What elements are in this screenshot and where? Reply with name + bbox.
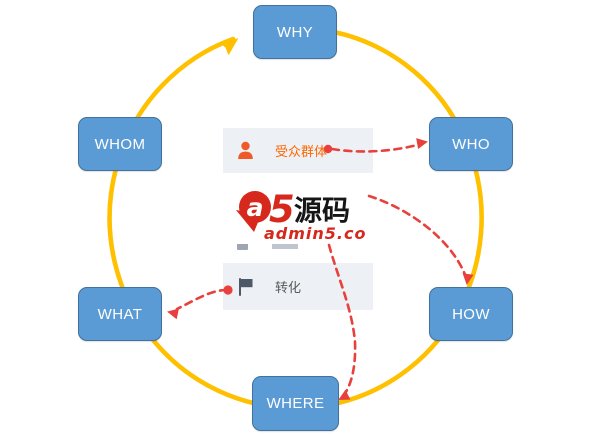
menu-item-audience[interactable]: 受众群体 (223, 128, 373, 173)
node-whom-label: WHOM (94, 135, 146, 153)
logo-digit: 5 (269, 188, 295, 231)
menu-item-conversion[interactable]: 转化 (223, 263, 373, 310)
node-who: WHO (429, 117, 513, 171)
cycle-arrow-head-icon (219, 38, 239, 56)
node-why-label: WHY (276, 23, 314, 41)
node-what: WHAT (78, 287, 162, 341)
node-how-label: HOW (452, 305, 490, 323)
logo-domain: admin5.com (264, 224, 367, 243)
node-who-label: WHO (452, 135, 490, 153)
node-where: WHERE (252, 376, 339, 431)
obscured-row-text-fragment (272, 243, 298, 249)
person-icon (238, 141, 253, 159)
node-what-label: WHAT (97, 305, 143, 323)
flag-icon (239, 278, 253, 296)
logo-letter: a (247, 193, 264, 222)
logo-name: 源码 (294, 194, 350, 227)
a5-logo-icon: a 5 源码 admin5.com (236, 188, 383, 243)
menu-item-audience-label: 受众群体 (275, 144, 328, 159)
obscured-row-icon-fragment (237, 243, 248, 250)
node-why: WHY (253, 5, 337, 59)
watermark-logo: a 5 源码 admin5.com (228, 186, 383, 244)
node-where-label: WHERE (266, 395, 325, 412)
node-whom: WHOM (78, 117, 162, 171)
menu-item-conversion-label: 转化 (275, 280, 302, 295)
node-how: HOW (429, 287, 513, 341)
